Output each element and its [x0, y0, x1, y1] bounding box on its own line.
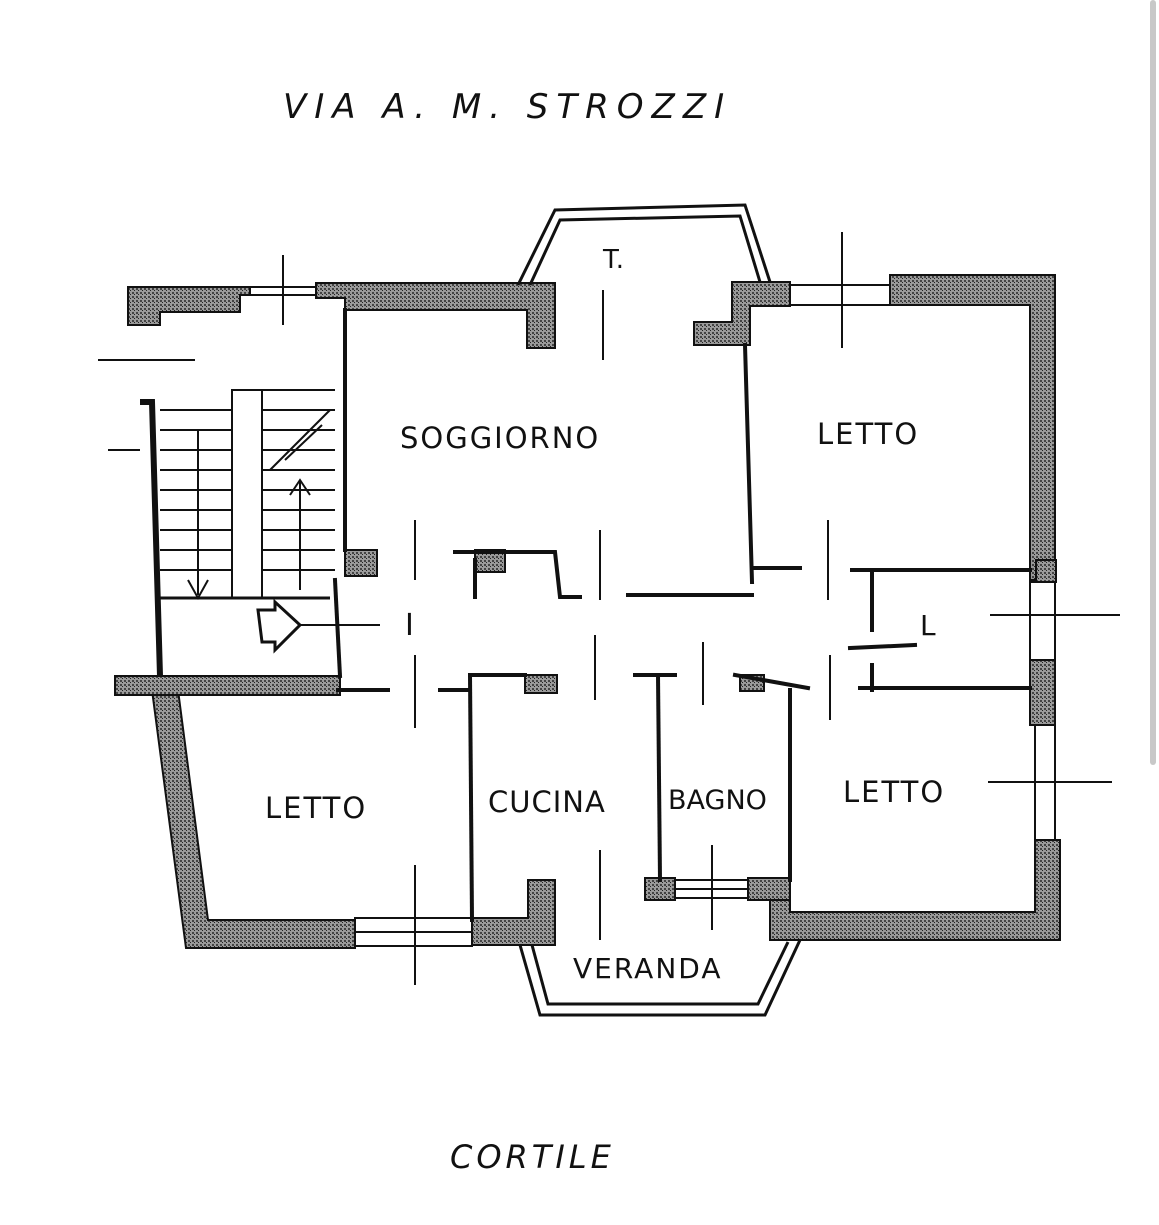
wall-right-lower: [1029, 659, 1056, 726]
wall-landing: [114, 675, 341, 696]
wall-right-bottom: [769, 839, 1061, 941]
room-label-veranda: VERANDA: [573, 952, 723, 985]
room-label-soggiorno: SOGGIORNO: [400, 421, 600, 455]
room-label-cucina: CUCINA: [488, 785, 606, 819]
window-top-letto: [789, 284, 891, 306]
down-arrow-icon: [187, 579, 209, 601]
courtyard-label: CORTILE: [450, 1138, 615, 1176]
wall-top-left: [127, 286, 251, 326]
room-label-lavanderia: L: [920, 609, 936, 642]
wall-cucina-bagno: [655, 672, 663, 883]
wall-bagno-left: [644, 877, 676, 901]
section-lines: [282, 232, 1120, 985]
pillar-3: [524, 674, 558, 694]
up-arrow-icon: [289, 478, 311, 496]
wall-cucina-left: [467, 672, 475, 923]
wall-top-right-1: [693, 281, 791, 346]
room-label-ingresso: I: [405, 608, 414, 643]
wall-top-soggiorno: [315, 282, 556, 349]
interior-walls: [332, 308, 1032, 923]
pillar-1: [344, 549, 378, 577]
balconies: [516, 203, 802, 1017]
room-label-letto-right: LETTO: [843, 775, 945, 809]
terrazzo-outline: [516, 203, 772, 286]
wall-bottom-cucina: [471, 879, 556, 946]
exterior-walls: [114, 274, 1061, 949]
room-label-bagno: BAGNO: [668, 785, 767, 816]
window-right-upper: [1029, 581, 1056, 661]
stair-treads: [160, 409, 335, 571]
room-label-letto-top: LETTO: [817, 417, 919, 451]
wall-bagno-right: [747, 877, 791, 901]
room-label-letto-left: LETTO: [265, 791, 367, 825]
room-label-terrazzo: T.: [602, 245, 624, 275]
wall-soggiorno-letto: [742, 342, 755, 585]
scrollbar[interactable]: [1150, 0, 1156, 765]
street-label: VIA A. M. STROZZI: [283, 87, 732, 127]
entrance-arrow-icon: [256, 598, 303, 654]
stairs: [98, 359, 380, 677]
pillar-5: [1035, 559, 1057, 583]
veranda-outline: [518, 939, 802, 1017]
